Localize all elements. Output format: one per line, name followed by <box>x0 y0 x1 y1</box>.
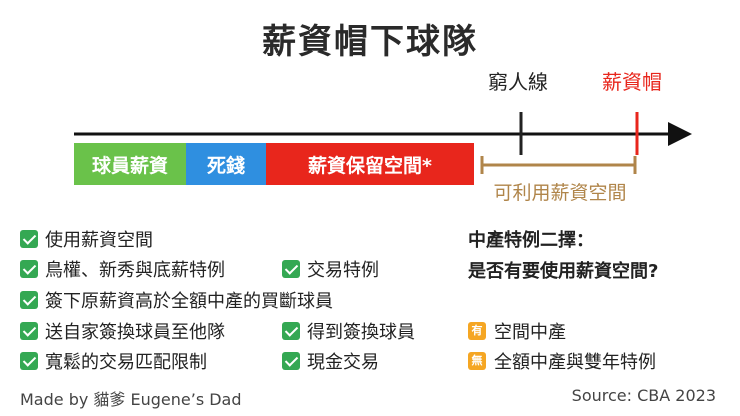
check-icon <box>282 260 300 278</box>
salary-cap-label: 薪資帽 <box>602 70 662 94</box>
list-item: 寬鬆的交易匹配限制 <box>20 348 207 374</box>
check-icon <box>20 291 38 309</box>
list-item: 使用薪資空間 <box>20 226 153 252</box>
usable-space-label: 可利用薪資空間 <box>493 182 627 204</box>
bar-segment-dead-money: 死錢 <box>186 143 266 185</box>
list-item: 現金交易 <box>282 348 379 374</box>
credit-text: Made by 貓爹 Eugene’s Dad <box>20 390 242 409</box>
list-item: 簽下原薪資高於全額中產的買斷球員 <box>20 287 333 313</box>
exception-option: 無 全額中產與雙年特例 <box>468 348 656 374</box>
exception-question-line2: 是否有要使用薪資空間? <box>468 261 659 282</box>
exception-option: 有 空間中產 <box>468 318 566 344</box>
source-text: Source: CBA 2023 <box>571 386 716 405</box>
list-item: 送自家簽換球員至他隊 <box>20 318 225 344</box>
list-item: 得到簽換球員 <box>282 318 415 344</box>
yes-badge-icon: 有 <box>468 322 486 340</box>
list-item: 交易特例 <box>282 256 379 282</box>
check-icon <box>282 322 300 340</box>
check-icon <box>20 230 38 248</box>
usable-space-bracket <box>480 156 637 174</box>
bar-segment-cap-hold: 薪資保留空間* <box>266 143 474 185</box>
bar-segment-player-salary: 球員薪資 <box>74 143 186 185</box>
axis-arrow-head <box>668 122 692 146</box>
exception-question-line1: 中產特例二擇： <box>468 230 594 251</box>
check-icon <box>20 352 38 370</box>
check-icon <box>282 352 300 370</box>
list-item: 鳥權、新秀與底薪特例 <box>20 256 225 282</box>
check-icon <box>20 260 38 278</box>
check-icon <box>20 322 38 340</box>
poverty-line-label: 窮人線 <box>488 70 548 94</box>
no-badge-icon: 無 <box>468 352 486 370</box>
page-title: 薪資帽下球隊 <box>262 22 478 62</box>
